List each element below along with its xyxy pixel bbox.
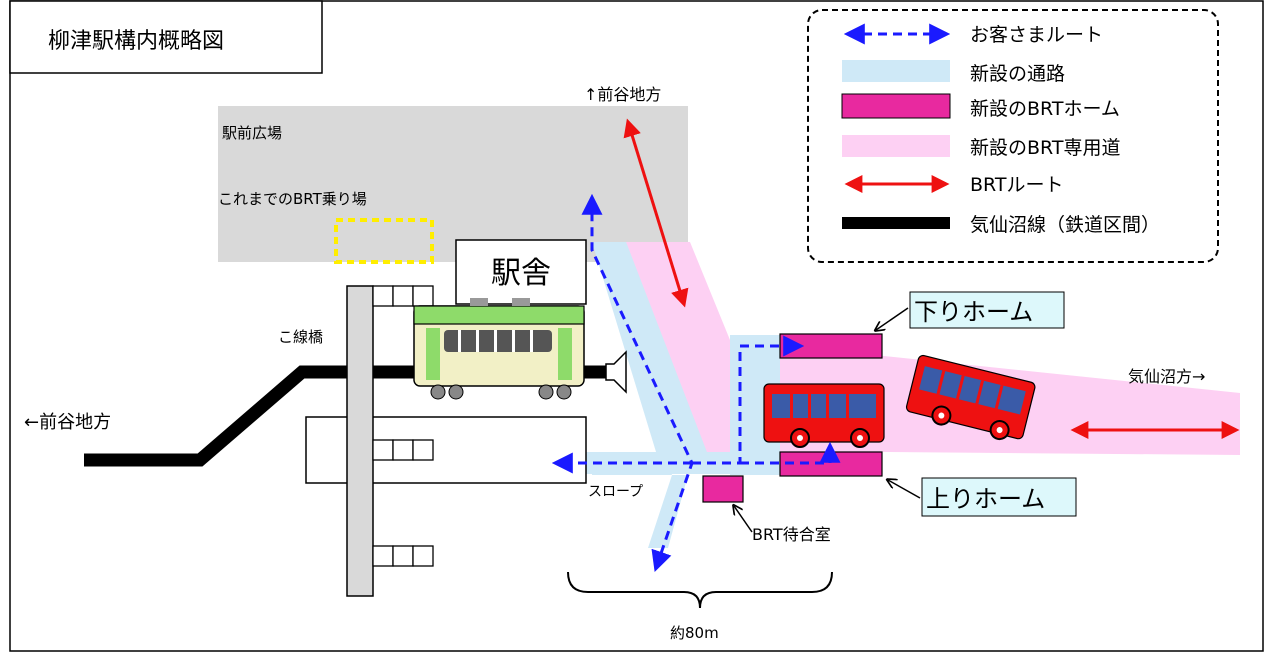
brt-waiting-room bbox=[702, 475, 744, 503]
title-box bbox=[9, 0, 323, 74]
overpass-label: こ線橋 bbox=[278, 328, 323, 346]
station-building bbox=[455, 239, 587, 305]
plaza-label: 駅前広場 bbox=[222, 124, 282, 142]
slope-label: スロープ bbox=[588, 484, 643, 500]
old-stop-label: これまでのBRT乗り場 bbox=[218, 190, 367, 208]
legend-label: お客さまルート bbox=[970, 24, 1103, 46]
station-building-label: 駅舎 bbox=[491, 256, 551, 291]
old-brt-stop bbox=[334, 218, 434, 264]
legend-platform-icon bbox=[841, 93, 951, 119]
overpass-stairs-middle bbox=[372, 439, 434, 461]
diagram-title: 柳津駅構内概略図 bbox=[48, 29, 224, 54]
legend-label: 新設のBRT専用道 bbox=[970, 137, 1120, 159]
down-platform-pointer bbox=[876, 307, 909, 330]
customer-route-down-platform bbox=[692, 335, 805, 465]
waiting-room-label: BRT待合室 bbox=[752, 525, 831, 544]
legend-label: 新設のBRTホーム bbox=[970, 98, 1120, 120]
top-direction-label: ↑前谷地方 bbox=[584, 85, 661, 104]
down-platform-label: 下りホーム bbox=[914, 298, 1033, 326]
legend-swatches bbox=[841, 23, 951, 229]
up-platform-label: 上りホーム bbox=[926, 485, 1045, 513]
overpass-stairs-bottom bbox=[372, 545, 434, 567]
overpass-structure bbox=[346, 285, 374, 597]
customer-route-main bbox=[581, 193, 694, 572]
legend-brt-road-icon bbox=[842, 135, 950, 157]
legend-labels: お客さまルート 新設の通路 新設のBRTホーム 新設のBRT専用道 BRTルート… bbox=[970, 24, 1160, 236]
customer-route-up-platform bbox=[740, 441, 841, 465]
legend-new-passage-icon bbox=[842, 60, 950, 82]
legend-label: 気仙沼線（鉄道区間） bbox=[970, 214, 1160, 236]
right-direction-label: 気仙沼方→ bbox=[1128, 367, 1205, 386]
distance-brace bbox=[567, 571, 833, 609]
bus-tilted-icon bbox=[905, 354, 1036, 441]
up-platform-pointer bbox=[888, 480, 921, 499]
waiting-room-pointer bbox=[734, 506, 753, 533]
station-plaza bbox=[218, 106, 688, 262]
overpass-stairs-top bbox=[372, 285, 434, 307]
left-direction-label: ←前谷地方 bbox=[24, 412, 111, 433]
down-platform bbox=[779, 333, 883, 359]
legend-railway-icon bbox=[842, 217, 950, 229]
up-platform-callout bbox=[921, 477, 1077, 517]
down-platform-callout bbox=[909, 291, 1065, 329]
train-icon bbox=[413, 298, 585, 400]
bus-icon bbox=[763, 383, 885, 448]
legend-label: BRTルート bbox=[970, 174, 1063, 196]
distance-label: 約80m bbox=[670, 624, 719, 642]
legend-label: 新設の通路 bbox=[970, 63, 1065, 85]
